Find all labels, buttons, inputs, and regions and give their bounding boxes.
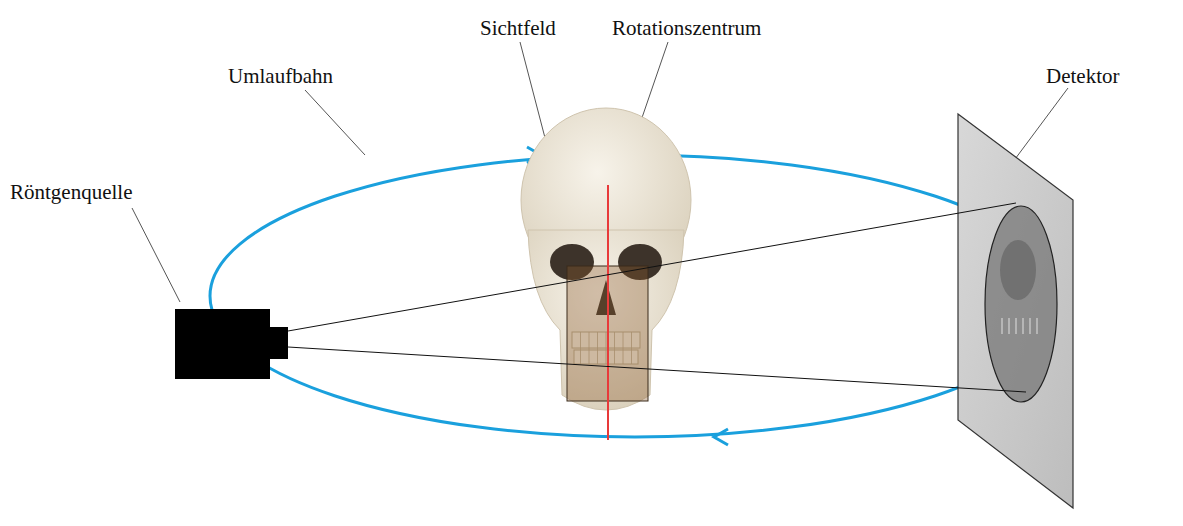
xray-source [175,309,288,379]
detector [958,114,1073,508]
beam [288,203,1026,392]
part-label: Umlaufbahn [228,66,333,87]
part-label: Röntgenquelle [10,182,132,203]
part-label: Detektor [1046,66,1119,87]
part-label: Rotationszentrum [612,18,761,39]
part-label: Sichtfeld [480,18,556,39]
skull [521,108,691,410]
rotation-axis [607,185,609,440]
